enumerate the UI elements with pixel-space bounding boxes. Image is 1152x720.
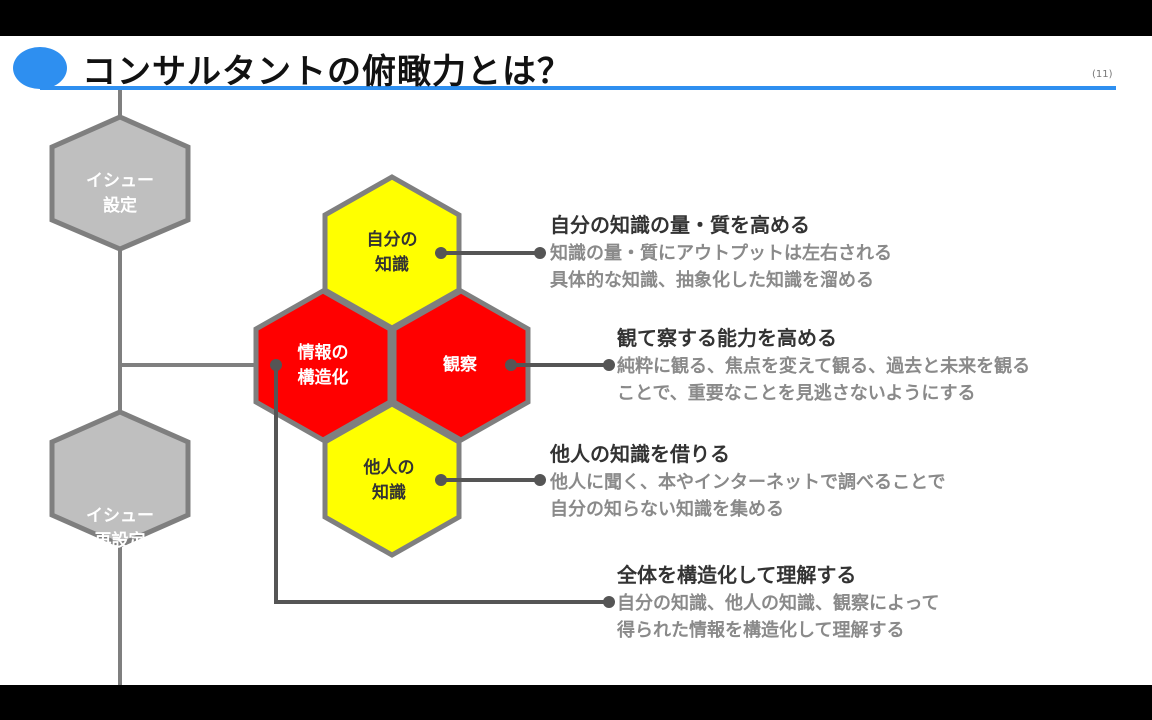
label-line: 観察 (443, 355, 477, 375)
label-line: 設定 (103, 196, 137, 216)
hex-others-knowledge (322, 401, 462, 558)
hex-label-structuring: 情報の 構造化 (263, 341, 383, 391)
description-own-knowledge: 自分の知識の量・質を高める 知識の量・質にアウトプットは左右される 具体的な知識… (550, 210, 892, 294)
description-line: 具体的な知識、抽象化した知識を溜める (550, 270, 874, 291)
label-line: 他人の (363, 458, 415, 478)
description-line: 得られた情報を構造化して理解する (617, 620, 905, 641)
connector-dot (505, 359, 517, 371)
description-heading: 全体を構造化して理解する (617, 563, 857, 587)
description-line: 純粋に観る、焦点を変えて観る、過去と未来を観る (617, 356, 1031, 377)
hex-label-observation: 観察 (400, 353, 520, 378)
description-others-knowledge: 他人の知識を借りる 他人に聞く、本やインターネットで調べることで 自分の知らない… (550, 439, 945, 523)
hex-structuring (253, 288, 393, 443)
description-line: 自分の知らない知識を集める (550, 499, 784, 520)
label-line: 知識 (375, 255, 409, 275)
description-line: 知識の量・質にアウトプットは左右される (550, 243, 892, 264)
title-underline (40, 86, 1116, 90)
connector-structuring (274, 365, 609, 604)
label-line: 構造化 (297, 368, 349, 388)
hex-label-issue-resetting: イシュー 再設定 (60, 504, 180, 554)
hex-label-others-knowledge: 他人の 知識 (329, 456, 449, 506)
hex-label-own-knowledge: 自分の 知識 (332, 228, 452, 278)
label-line: イシュー (86, 506, 154, 526)
description-heading: 観て察する能力を高める (617, 326, 837, 350)
label-line: 再設定 (94, 531, 146, 551)
connector-dot (435, 474, 447, 486)
description-line: 自分の知識、他人の知識、観察によって (617, 593, 940, 614)
bottom-letterbox (0, 685, 1152, 720)
top-letterbox (0, 0, 1152, 36)
hex-label-issue-setting: イシュー 設定 (60, 169, 180, 219)
description-heading: 自分の知識の量・質を高める (550, 213, 810, 237)
hex-issue-resetting (49, 409, 191, 548)
connector-dot (534, 474, 546, 486)
connector-dot (270, 359, 282, 371)
description-heading: 他人の知識を借りる (550, 442, 730, 466)
connector-dot (435, 247, 447, 259)
title-bullet-icon (13, 47, 67, 89)
label-line: 情報の (297, 343, 349, 363)
hex-observation (391, 288, 531, 443)
description-structuring: 全体を構造化して理解する 自分の知識、他人の知識、観察によって 得られた情報を構… (617, 560, 940, 644)
description-line: 他人に聞く、本やインターネットで調べることで (550, 472, 946, 493)
description-observation: 観て察する能力を高める 純粋に観る、焦点を変えて観る、過去と未来を観る ことで、… (617, 323, 1030, 407)
connector-dot (603, 359, 615, 371)
label-line: 知識 (372, 483, 406, 503)
connector-dot (603, 596, 615, 608)
hex-issue-setting (49, 114, 191, 252)
page-title: コンサルタントの俯瞰力とは？ (82, 52, 572, 92)
label-line: 自分の (366, 230, 418, 250)
description-line: ことで、重要なことを見逃さないようにする (617, 383, 976, 404)
page-number: (11) (1092, 69, 1113, 80)
connector-dot (534, 247, 546, 259)
label-line: イシュー (86, 171, 154, 191)
